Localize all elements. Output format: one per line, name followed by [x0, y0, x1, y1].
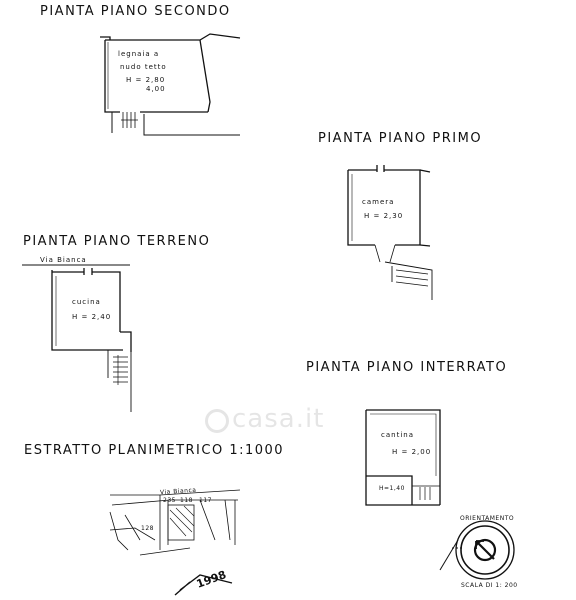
- parcel-label-235: 235: [163, 497, 176, 504]
- handwritten-mark: [174, 574, 233, 596]
- height-interrato: H = 2,00: [392, 448, 432, 456]
- orientation-label: ORIENTAMENTO: [460, 515, 515, 522]
- room-label-secondo-2: nudo tetto: [120, 63, 167, 71]
- watermark-text: casa.it: [232, 404, 325, 434]
- height-terreno: H = 2,40: [72, 313, 112, 321]
- title-piano-terreno: PIANTA PIANO TERRENO: [23, 234, 211, 249]
- title-piano-primo: PIANTA PIANO PRIMO: [318, 131, 483, 146]
- height-interrato-small: H=1,40: [379, 485, 405, 492]
- plan-secondo-walls: [100, 33, 241, 136]
- title-estratto: ESTRATTO PLANIMETRICO 1:1000: [24, 443, 285, 458]
- street-label-terreno: Via Bianca: [40, 256, 87, 264]
- estratto-map: [109, 489, 241, 556]
- watermark-icon: [205, 409, 229, 433]
- title-piano-interrato: PIANTA PIANO INTERRATO: [306, 360, 508, 375]
- room-label-terreno: cucina: [72, 298, 101, 306]
- room-label-primo: camera: [362, 198, 395, 206]
- room-label-interrato: cantina: [381, 431, 414, 439]
- scale-label: SCALA DI 1: 200: [461, 582, 518, 589]
- plan-interrato-walls: [365, 409, 441, 506]
- height-secondo-1: H = 2,80: [126, 76, 166, 84]
- parcel-label-117: 117: [199, 497, 212, 504]
- parcel-label-128: 128: [141, 525, 154, 532]
- compass-symbol: [439, 520, 515, 580]
- plan-terreno-walls: [22, 264, 132, 412]
- height-primo: H = 2,30: [364, 212, 404, 220]
- room-label-secondo-1: legnaia a: [118, 50, 160, 58]
- parcel-label-118: 118: [180, 497, 193, 504]
- height-secondo-2: 4,00: [146, 85, 166, 93]
- title-piano-secondo: PIANTA PIANO SECONDO: [40, 4, 231, 19]
- plan-primo-walls: [347, 165, 433, 300]
